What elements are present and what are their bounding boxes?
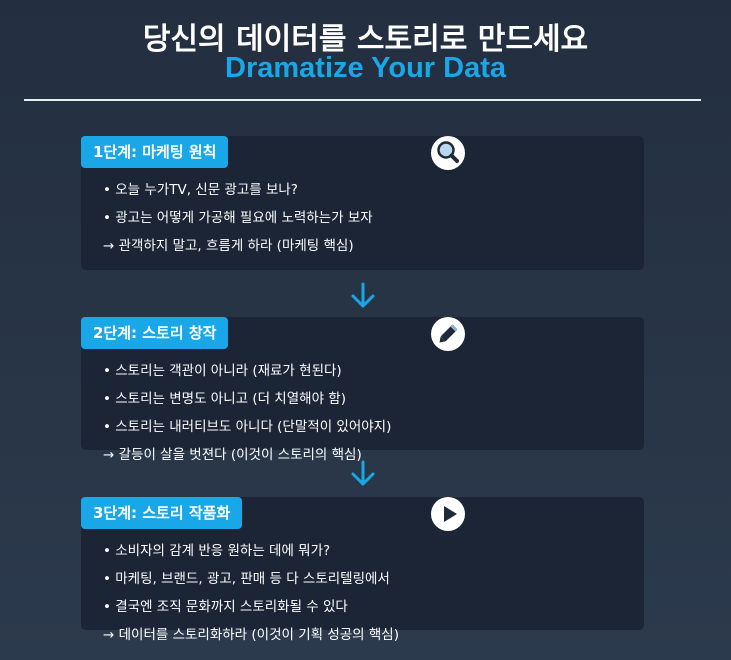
list-item: • 오늘 누가TV, 신문 광고를 보나? (103, 182, 298, 198)
list-item: • 스토리는 내러티브도 아니다 (단말적이 있어야지) (103, 419, 392, 435)
list-item: • 스토리는 객관이 아니라 (재료가 현된다) (103, 363, 342, 379)
play-icon (431, 497, 465, 531)
list-item: • 마케팅, 브랜드, 광고, 판매 등 다 스토리텔링에서 (103, 571, 390, 587)
pencil-icon (431, 317, 465, 351)
step-badge-1: 1단계: 마케팅 원칙 (81, 136, 229, 168)
list-item: → 갈등이 살을 벗젼다 (이것이 스토리의 핵심) (103, 447, 362, 463)
list-item: → 데이터를 스토리화하라 (이것이 기획 성공의 핵심) (103, 627, 399, 643)
step-badge-3: 3단계: 스토리 작품화 (81, 497, 243, 529)
page-title-korean: 당신의 데이터를 스토리로 만드세요 (142, 22, 589, 57)
magnifier-icon (431, 136, 465, 170)
header-divider (24, 99, 701, 101)
step-card-1: 1단계: 마케팅 원칙 • 오늘 누가TV, 신문 광고를 보나? • 광고는 … (81, 136, 644, 270)
list-item: → 관객하지 말고, 흐름게 하라 (마케팅 핵심) (103, 238, 354, 254)
list-item: • 스토리는 변명도 아니고 (더 치열해야 함) (103, 391, 346, 407)
down-arrow-icon (351, 282, 375, 308)
down-arrow-icon (351, 460, 375, 486)
list-item: • 소비자의 감계 반응 원하는 데에 뭐가? (103, 543, 331, 559)
step-card-3: 3단계: 스토리 작품화 • 소비자의 감계 반응 원하는 데에 뭐가? • 마… (81, 497, 644, 643)
list-item: • 결국엔 조직 문화까지 스토리화될 수 있다 (103, 599, 348, 615)
step-lines-2: • 스토리는 객관이 아니라 (재료가 현된다) • 스토리는 변명도 아니고 … (103, 357, 391, 469)
step-lines-3: • 소비자의 감계 반응 원하는 데에 뭐가? • 마케팅, 브랜드, 광고, … (103, 537, 399, 649)
list-item: • 광고는 어떻게 가공해 필요에 노력하는가 보자 (103, 210, 373, 226)
step-lines-1: • 오늘 누가TV, 신문 광고를 보나? • 광고는 어떻게 가공해 필요에 … (103, 176, 373, 260)
step-badge-2: 2단계: 스토리 창작 (81, 317, 229, 349)
step-card-2: 2단계: 스토리 창작 • 스토리는 객관이 아니라 (재료가 현된다) • 스… (81, 317, 644, 463)
page-title-english: Dramatize Your Data (225, 52, 506, 84)
